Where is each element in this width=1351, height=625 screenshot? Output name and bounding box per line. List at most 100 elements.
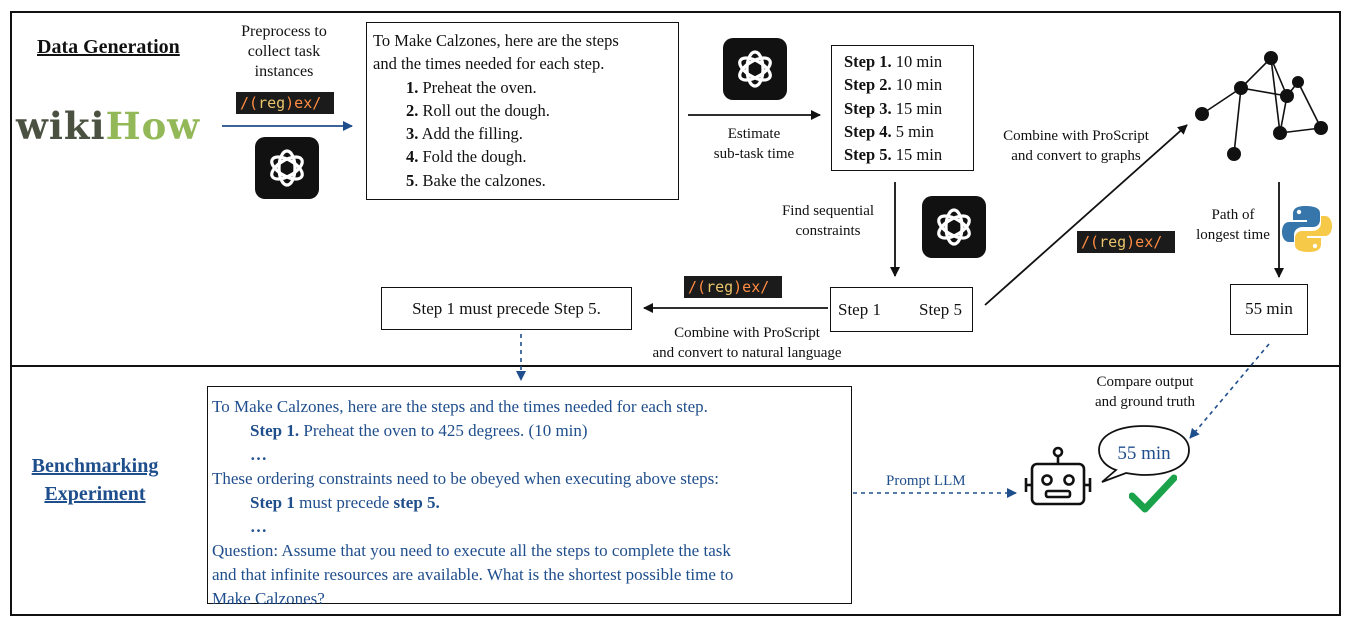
prompt-ellipsis: … [250, 517, 267, 536]
step-time-label: Step 3. [844, 98, 892, 118]
regex-part-a: /( [688, 278, 707, 296]
compare-label: Compare output and ground truth [1075, 372, 1215, 412]
task-step-num: 3. [406, 124, 419, 144]
step-time-value: 15 min [891, 145, 943, 165]
prompt-step-bold: Step 1. [250, 421, 300, 440]
nl-label-line1: Combine with ProScript [674, 325, 820, 341]
step-time-value: 10 min [891, 52, 943, 71]
step-time-label: Step 4. [844, 121, 892, 141]
step-time-value: 10 min [891, 75, 943, 95]
regex-part-b: reg [1099, 233, 1127, 251]
step-time-value: 5 min [891, 121, 934, 141]
python-icon [1282, 206, 1332, 252]
preprocess-label-line2: collect task [247, 43, 321, 60]
step-time-label: Step 1. [844, 52, 892, 71]
preprocess-label: Preprocess to collect task instances [214, 22, 354, 82]
constraint-to: Step 5 [919, 300, 962, 319]
regex-icon: /(reg)ex/ [236, 92, 334, 114]
prompt-constraint-bold-b: step 5. [393, 493, 440, 512]
wikihow-logo-wiki: wiki [16, 104, 106, 148]
graph-convert-label: Combine with ProScript and convert to gr… [980, 126, 1172, 166]
regex-part-c: )ex/ [733, 278, 770, 296]
prompt-constraint-line: Step 1 must precede step 5. [212, 491, 847, 515]
ground-truth-result-box: 55 min [1230, 284, 1308, 335]
wikihow-logo: wikiHow [16, 104, 200, 148]
task-step-5: 5. Bake the calzones. [373, 169, 672, 192]
prompt-constraint-mid: must precede [294, 493, 394, 512]
estimate-label-line2: sub-task time [713, 146, 795, 162]
preprocess-label-line1: Preprocess to [241, 23, 327, 40]
preprocess-label-line3: instances [254, 63, 314, 80]
task-step-2: 2. Roll out the dough. [373, 99, 672, 122]
task-step-num: 4. [406, 147, 419, 167]
benchmarking-title-line1: Benchmarking [31, 455, 159, 477]
llm-answer: 55 min [1117, 443, 1171, 464]
benchmarking-title: Benchmarking Experiment [20, 452, 170, 508]
prompt-llm-label: Prompt LLM [886, 473, 966, 489]
data-generation-title: Data Generation [37, 36, 180, 58]
compare-label-line1: Compare output [1096, 374, 1194, 390]
task-step-1: 1. Preheat the oven. [373, 76, 672, 99]
step-time-row: Step 2. 10 min [844, 73, 973, 96]
task-step-3: 3. Add the filling. [373, 122, 672, 145]
estimate-label: Estimate sub-task time [690, 124, 818, 164]
prompt-step-text: Preheat the oven to 425 degrees. (10 min… [299, 421, 588, 440]
sequential-constraints-label: Find sequential constraints [766, 201, 890, 241]
llm-prompt-box: To Make Calzones, here are the steps and… [207, 386, 852, 608]
task-intro-line1: To Make Calzones, here are the steps [373, 31, 619, 50]
task-intro-line2: and the times needed for each step. [373, 54, 605, 74]
wikihow-logo-how: How [105, 104, 201, 148]
step-constraint-box: Step 1 Step 5 [830, 287, 973, 332]
regex-part-a: /( [1081, 233, 1100, 251]
step-time-value: 15 min [891, 98, 943, 118]
regex-icon: /(reg)ex/ [684, 276, 782, 298]
path-label-line1: Path of [1211, 207, 1255, 223]
sequential-label-line2: constraints [795, 223, 861, 239]
prompt-ellipsis: … [250, 445, 267, 464]
regex-part-b: reg [706, 278, 734, 296]
prompt-step-line: Step 1. Preheat the oven to 425 degrees.… [212, 419, 847, 443]
task-step-text: Fold the dough. [418, 147, 527, 167]
prompt-intro-line: To Make Calzones, here are the steps and… [212, 397, 708, 416]
task-steps-box: To Make Calzones, here are the steps and… [366, 22, 679, 200]
prompt-question-line2: and that infinite resources are availabl… [212, 565, 734, 584]
regex-part-c: )ex/ [285, 94, 322, 112]
graph-convert-label-line2: and convert to graphs [1011, 148, 1141, 164]
graph-convert-label-line1: Combine with ProScript [1003, 128, 1149, 144]
openai-logo-icon [255, 137, 319, 199]
prompt-question-line3: Make Calzones? [212, 589, 325, 608]
prompt-constraint-bold-a: Step 1 [250, 493, 295, 512]
step-time-row: Step 3. 15 min [844, 97, 973, 120]
benchmarking-title-line2: Experiment [44, 483, 146, 505]
task-step-text: . Bake the calzones. [414, 170, 546, 190]
path-label-line2: longest time [1196, 227, 1270, 243]
ground-truth-result-value: 55 min [1245, 299, 1293, 318]
constraint-from: Step 1 [838, 300, 881, 319]
step-time-label: Step 5. [844, 145, 892, 165]
robot-icon [1024, 446, 1092, 506]
sequential-label-line1: Find sequential [781, 203, 875, 219]
compare-label-line2: and ground truth [1095, 394, 1195, 410]
task-step-text: Preheat the oven. [418, 77, 537, 97]
regex-part-b: reg [258, 94, 286, 112]
openai-logo-icon [723, 38, 787, 100]
regex-part-a: /( [240, 94, 259, 112]
benchmarking-panel [10, 365, 1341, 616]
prompt-constraints-line: These ordering constraints need to be ob… [212, 469, 720, 488]
step-times-box: Step 1. 10 min Step 2. 10 min Step 3. 15… [831, 45, 974, 171]
speech-bubble-icon [1098, 425, 1190, 483]
nl-constraint-text: Step 1 must precede Step 5. [412, 299, 601, 318]
openai-logo-icon [922, 196, 986, 258]
prompt-question-line1: Question: Assume that you need to execut… [212, 541, 731, 560]
task-step-num: 5 [406, 170, 415, 190]
regex-icon: /(reg)ex/ [1077, 231, 1175, 253]
nl-constraint-box: Step 1 must precede Step 5. [381, 287, 632, 330]
step-time-label: Step 2. [844, 75, 892, 95]
regex-part-c: )ex/ [1126, 233, 1163, 251]
task-step-4: 4. Fold the dough. [373, 145, 672, 168]
graph-icon [1195, 51, 1328, 161]
step-time-row: Step 1. 10 min [844, 50, 973, 73]
step-time-row: Step 4. 5 min [844, 120, 973, 143]
task-step-text: Roll out the dough. [418, 100, 550, 120]
step-time-row: Step 5. 15 min [844, 143, 973, 166]
